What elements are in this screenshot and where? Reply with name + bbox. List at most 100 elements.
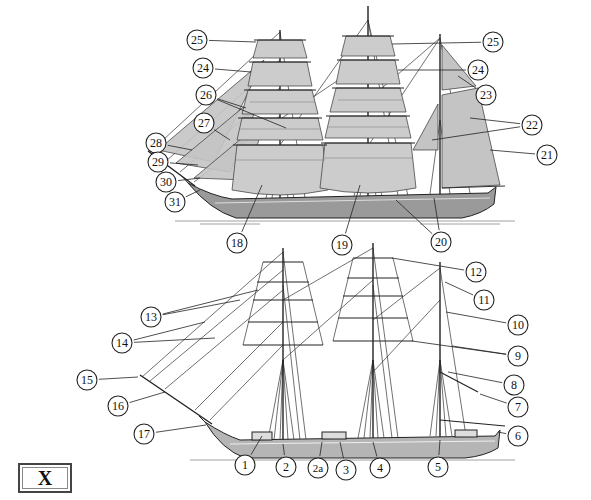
masts-and-spars — [140, 375, 212, 424]
yards — [343, 295, 403, 296]
leader-line — [490, 150, 535, 154]
callout-number: 5 — [435, 461, 441, 473]
yards — [263, 261, 303, 262]
standing-rigging — [283, 252, 306, 440]
leader-line — [168, 145, 192, 150]
standing-rigging — [373, 360, 384, 438]
water-line — [420, 224, 500, 225]
callout-number: 9 — [515, 350, 521, 362]
leader-line — [283, 444, 284, 455]
callout-number: 13 — [145, 311, 157, 323]
leader-line — [99, 377, 138, 379]
leader-line — [215, 69, 251, 72]
yards — [440, 372, 478, 392]
yards — [253, 299, 313, 300]
callout-number: 17 — [138, 428, 150, 440]
callout-circle: 18 — [226, 232, 248, 254]
standing-rigging — [274, 360, 283, 440]
callout-number: 31 — [169, 196, 181, 208]
yards — [321, 142, 415, 143]
callout-number: 24 — [472, 64, 484, 76]
leader-line — [214, 130, 230, 140]
callout-circle: 29 — [147, 151, 169, 173]
callout-circle: 28 — [145, 132, 167, 154]
callout-number: 1 — [242, 459, 248, 471]
callout-circle-outline — [156, 172, 176, 192]
callout-number: 27 — [198, 117, 210, 129]
reef-lines — [240, 129, 320, 130]
reef-lines — [323, 158, 413, 159]
standing-rigging — [243, 262, 263, 345]
callout-circle-outline — [508, 346, 528, 366]
callout-circle-outline — [77, 370, 97, 390]
yards — [333, 340, 413, 341]
callout-number: 19 — [336, 239, 348, 251]
callout-circle: 4 — [369, 457, 391, 479]
callout-circle: 16 — [107, 395, 129, 417]
callout-circle: 31 — [164, 191, 186, 213]
standing-rigging — [373, 360, 378, 438]
callout-circle-outline — [196, 85, 216, 105]
leader-line — [156, 425, 206, 432]
callout-circle-outline — [504, 375, 524, 395]
callout-number: 11 — [478, 294, 490, 306]
standing-rigging — [210, 345, 283, 420]
masts-and-spars — [148, 6, 440, 200]
square-sails — [330, 88, 406, 112]
callout-circle-outline — [141, 307, 161, 327]
standing-rigging — [373, 248, 398, 438]
standing-rigging — [283, 360, 294, 440]
leader-line — [178, 178, 200, 181]
callout-number: 24 — [197, 62, 209, 74]
leader-line — [217, 99, 246, 108]
callout-circle: 11 — [473, 289, 495, 311]
callout-circle: 10 — [507, 314, 529, 336]
yards — [338, 317, 408, 318]
leader-line — [163, 300, 240, 315]
yards — [342, 35, 394, 36]
callout-circle: 14 — [111, 332, 133, 354]
square-sails — [242, 90, 318, 114]
masts-and-spars — [439, 34, 440, 195]
callout-circle-outline — [165, 192, 185, 212]
hull — [322, 432, 346, 439]
standing-rigging — [373, 300, 440, 372]
callout-number: 10 — [512, 319, 524, 331]
callout-circle-outline — [134, 424, 154, 444]
callout-circle-outline — [466, 262, 486, 282]
reef-lines — [250, 102, 315, 103]
callout-circle-outline — [431, 232, 451, 252]
yards — [337, 59, 399, 60]
callout-circle-outline — [336, 460, 356, 480]
leader-line — [134, 338, 215, 342]
hull — [182, 176, 496, 218]
callout-number: 2a — [313, 463, 323, 474]
yards — [332, 87, 404, 88]
standing-rigging — [440, 360, 446, 436]
square-sails — [336, 60, 400, 84]
callout-circle: 27 — [193, 112, 215, 134]
callout-number: 25 — [191, 34, 203, 46]
callout-number: 12 — [470, 266, 482, 278]
yards — [233, 36, 415, 145]
leader-line — [392, 42, 481, 44]
yards — [233, 144, 327, 145]
leader-line — [251, 436, 262, 455]
callout-circle: 30 — [155, 171, 177, 193]
figure-label: X — [38, 468, 52, 488]
leader-line — [396, 200, 432, 234]
callout-circle: 15 — [76, 369, 98, 391]
leader-line — [446, 312, 506, 323]
callout-number: 20 — [435, 236, 447, 248]
square-sails — [325, 116, 411, 138]
callout-number: 29 — [152, 156, 164, 168]
yards — [243, 344, 323, 345]
standing-rigging — [373, 285, 392, 438]
standing-rigging — [268, 360, 283, 440]
leader-line — [345, 185, 360, 234]
leader-line — [340, 442, 343, 458]
callout-circle-outline — [370, 458, 390, 478]
yards — [254, 39, 306, 40]
